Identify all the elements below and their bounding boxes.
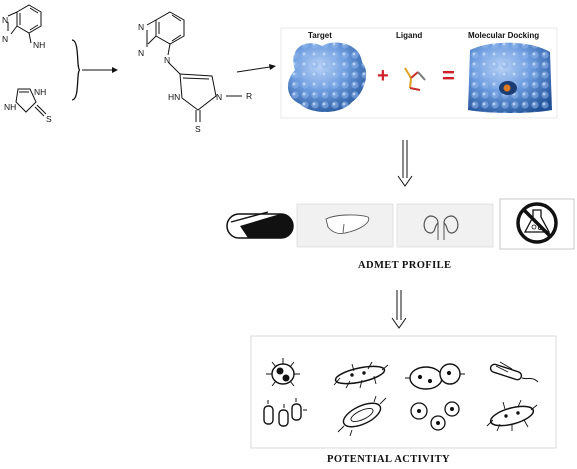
reactant-imidazolethione	[15, 88, 47, 117]
product-structure	[146, 11, 242, 122]
liver-icon	[296, 203, 394, 248]
atom-label: N	[138, 22, 144, 32]
atom-label: NH	[4, 102, 16, 112]
atom-label: NH	[33, 40, 45, 50]
capsule-icon	[226, 211, 294, 239]
plus-sign: +	[377, 65, 389, 87]
bacillus-cell-icon	[337, 395, 387, 437]
atom-label: S	[195, 124, 201, 134]
atom-label: N	[164, 55, 170, 65]
docking-label: Molecular Docking	[468, 31, 539, 40]
activity-panel	[250, 335, 557, 449]
admet-profile-title: ADMET PROFILE	[358, 260, 451, 271]
protein-target-image	[287, 42, 367, 112]
atom-label: N	[216, 92, 222, 102]
diplococcus-icon	[405, 363, 465, 390]
ligand-label: Ligand	[396, 31, 422, 40]
atom-label: N	[2, 34, 8, 44]
reactant-benzotriazole	[7, 4, 42, 44]
cocci-icon	[410, 401, 460, 431]
equals-sign: =	[442, 63, 455, 88]
flagellated-rod-icon	[486, 399, 538, 432]
spirillum-icon	[489, 361, 539, 383]
docking-panel: Target Ligand Molecular Docking + =	[280, 27, 558, 119]
reactant-bracket	[71, 39, 81, 101]
atom-label: N	[138, 48, 144, 58]
double-arrow	[391, 290, 407, 329]
ligand-icon	[404, 67, 426, 91]
target-label: Target	[308, 31, 332, 40]
docking-arrow	[236, 64, 276, 73]
bacterium-icon	[266, 358, 300, 387]
atom-label: N	[2, 15, 8, 25]
atom-label: R	[246, 91, 252, 101]
rods-icon	[263, 398, 307, 427]
potential-activity-title: POTENTIAL ACTIVITY	[327, 454, 450, 465]
no-toxicity-flask-icon	[499, 198, 575, 250]
synthesis-arrow	[82, 67, 118, 73]
kidney-icon	[396, 203, 494, 248]
atom-label: NH	[34, 87, 46, 97]
docked-complex-image	[468, 42, 552, 113]
atom-label: S	[46, 114, 52, 124]
atom-label: HN	[168, 92, 180, 102]
bacillus-icon	[333, 361, 389, 389]
double-arrow	[397, 140, 413, 187]
